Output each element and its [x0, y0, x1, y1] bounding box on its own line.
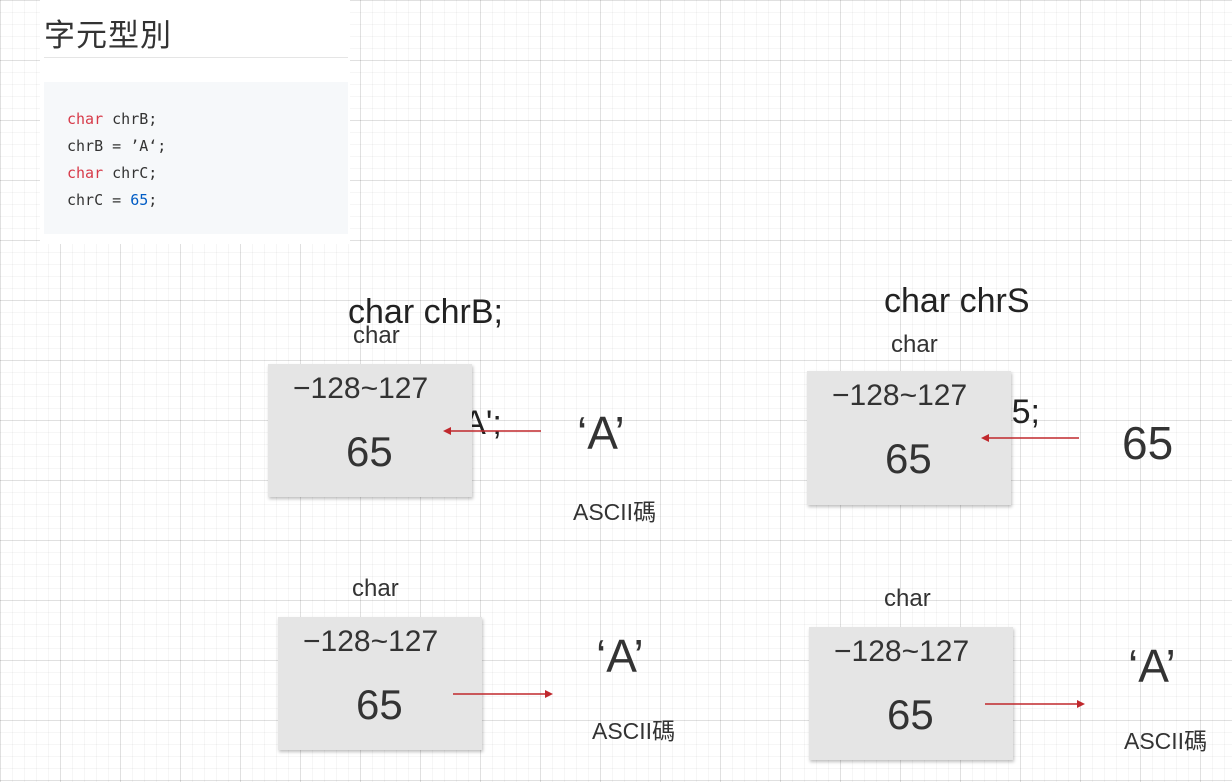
ascii-note: ASCII碼	[1124, 728, 1208, 754]
type-label: char	[884, 585, 931, 612]
output-arrow	[453, 690, 553, 698]
code-line: char chrB;	[67, 106, 348, 133]
code-number: 65	[130, 191, 149, 209]
code-line: chrB = ’A‘;	[67, 133, 348, 160]
range-label: −128~127	[303, 625, 439, 658]
code-text: ;	[148, 191, 158, 209]
int-literal: 65	[1122, 417, 1174, 469]
stored-value: 65	[346, 428, 393, 475]
type-label: char	[891, 331, 938, 358]
title-divider	[44, 57, 348, 58]
code-block: char chrB; chrB = ’A‘; char chrC; chrC =…	[44, 82, 348, 234]
range-label: −128~127	[834, 635, 970, 668]
left-code-line-1: char chrB;	[348, 293, 503, 331]
code-text: chrB = ’A‘;	[67, 137, 167, 155]
code-text: chrC;	[103, 164, 158, 182]
char-literal: ‘A’	[1128, 640, 1176, 692]
right-code-line-1: char chrS	[884, 282, 1030, 320]
code-snippet-panel: 字元型別 char chrB; chrB = ’A‘; char chrC; c…	[40, 0, 350, 244]
ascii-note: ASCII碼	[573, 499, 657, 525]
type-label: char	[353, 322, 400, 349]
stored-value: 65	[885, 435, 932, 482]
code-keyword: char	[67, 164, 104, 182]
memory-box: −128~127 65	[268, 364, 472, 497]
type-label: char	[352, 575, 399, 602]
memory-box: −128~127 65	[278, 617, 482, 750]
output-arrow	[985, 700, 1085, 708]
char-literal: ‘A’	[577, 407, 625, 459]
memory-box: −128~127 65	[809, 627, 1013, 760]
code-line: char chrC;	[67, 160, 348, 187]
stored-value: 65	[356, 681, 403, 728]
char-literal: ‘A’	[596, 630, 644, 682]
panel-title: 字元型別	[44, 18, 172, 54]
assign-arrow	[443, 427, 541, 435]
assign-arrow	[981, 434, 1079, 442]
memory-box: −128~127 65	[807, 371, 1011, 505]
code-text: chrC =	[67, 191, 131, 209]
range-label: −128~127	[293, 372, 429, 405]
code-line: chrC = 65;	[67, 187, 348, 214]
stored-value: 65	[887, 691, 934, 738]
range-label: −128~127	[832, 379, 968, 412]
code-keyword: char	[67, 110, 104, 128]
ascii-note: ASCII碼	[592, 718, 676, 744]
code-text: chrB;	[103, 110, 158, 128]
